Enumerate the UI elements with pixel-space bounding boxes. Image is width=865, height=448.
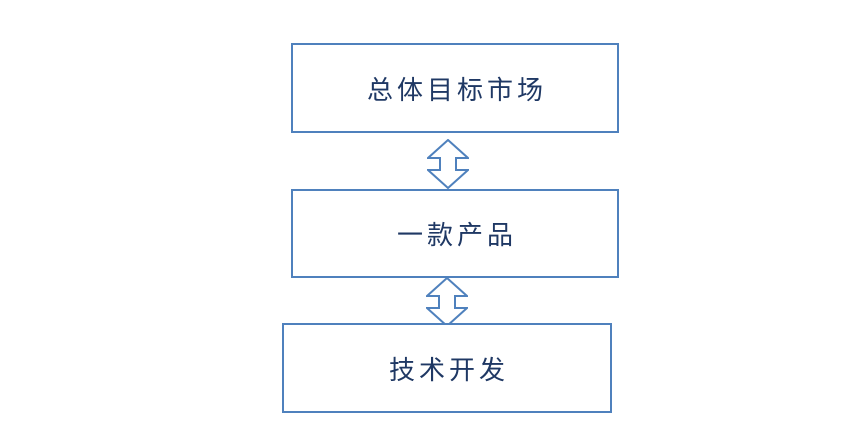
node-a-product: 一款产品 — [291, 189, 619, 278]
node-technology-development: 技术开发 — [282, 323, 612, 413]
node-overall-target-market: 总体目标市场 — [291, 43, 619, 133]
up-down-arrow-icon — [427, 139, 469, 189]
node-technology-development-label: 技术开发 — [388, 354, 509, 385]
node-a-product-label: 一款产品 — [396, 220, 517, 250]
node-overall-target-market-label: 总体目标市场 — [366, 74, 547, 105]
up-down-arrow-icon — [426, 277, 468, 327]
